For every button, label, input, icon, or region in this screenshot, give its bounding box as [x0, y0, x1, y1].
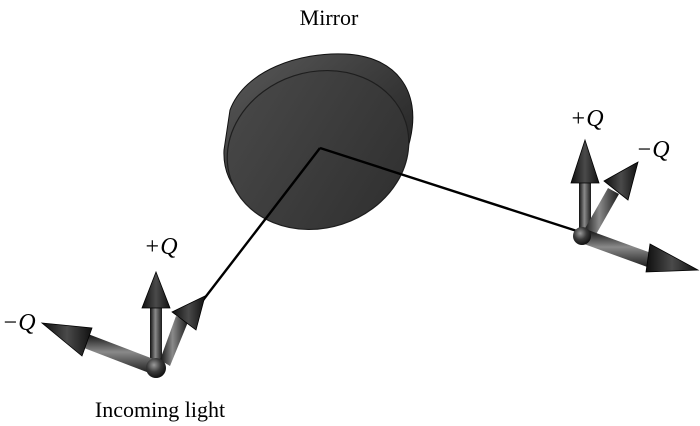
reflected-polarization-axes: [570, 138, 700, 273]
left-plus-q-label: +Q: [144, 234, 178, 260]
left-plus-q-arrow: [141, 270, 171, 367]
incident-beam: [196, 147, 321, 309]
incoming-light-label: Incoming light: [95, 397, 225, 422]
right-origin-ball: [573, 227, 591, 245]
right-minus-q-arrow: [583, 161, 639, 238]
left-minus-q-arrow: [40, 322, 156, 374]
incoming-polarization-axes: [40, 270, 206, 378]
mirror-label: Mirror: [300, 5, 359, 30]
right-plus-q-arrow: [570, 138, 600, 236]
left-minus-q-label: −Q: [2, 310, 36, 336]
mirror: [223, 53, 414, 231]
right-minus-q-label: −Q: [636, 137, 670, 163]
left-origin-ball: [146, 358, 166, 378]
right-plus-q-label: +Q: [570, 106, 604, 132]
left-propagation-arrow: [160, 295, 206, 366]
right-propagation-arrow: [584, 230, 700, 273]
reflected-beam: [319, 146, 581, 234]
